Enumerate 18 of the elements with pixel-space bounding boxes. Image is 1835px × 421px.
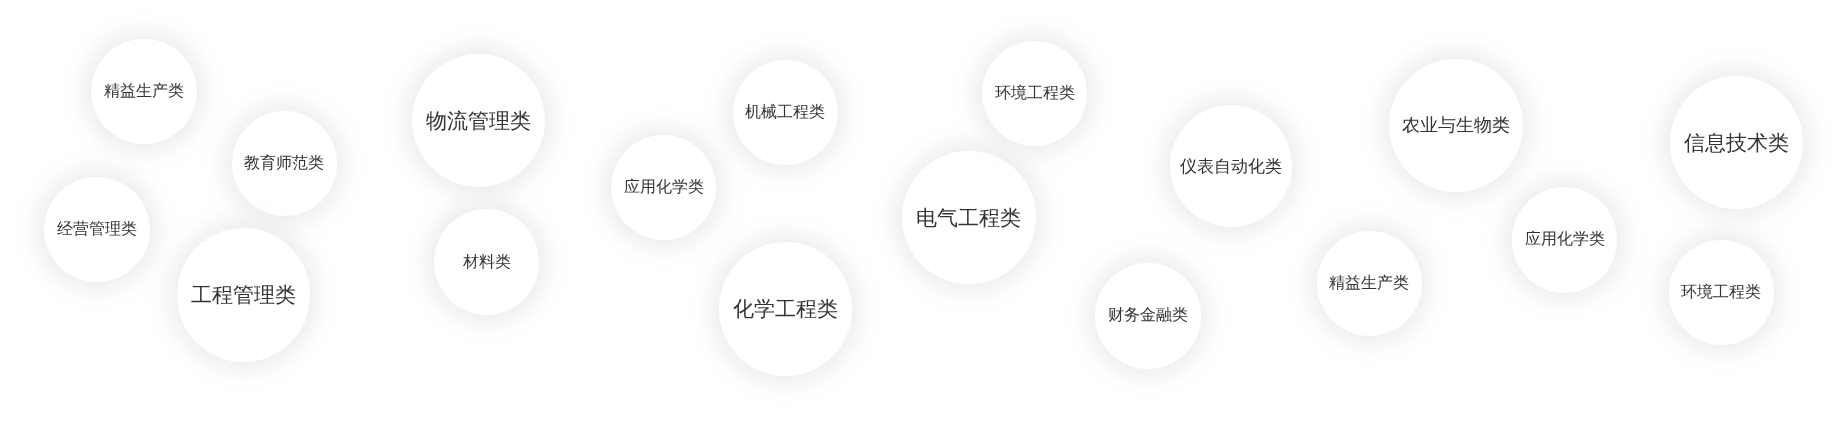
category-label: 环境工程类 (1681, 282, 1762, 304)
category-label: 材料类 (462, 251, 511, 273)
category-label: 教育师范类 (244, 153, 325, 175)
category-label: 化学工程类 (732, 295, 838, 323)
category-label: 经营管理类 (57, 218, 138, 240)
category-label: 农业与生物类 (1401, 113, 1510, 138)
category-label: 应用化学类 (623, 176, 704, 198)
category-label: 精益生产类 (103, 80, 184, 102)
category-label: 物流管理类 (426, 107, 532, 135)
category-label: 财务金融类 (1108, 305, 1189, 327)
category-label: 信息技术类 (1684, 129, 1790, 157)
category-label: 电气工程类 (916, 204, 1022, 232)
category-label: 应用化学类 (1524, 229, 1605, 251)
category-label: 工程管理类 (190, 281, 296, 309)
category-label: 环境工程类 (994, 83, 1075, 105)
category-label: 机械工程类 (745, 101, 826, 123)
category-label: 精益生产类 (1329, 272, 1410, 294)
category-label: 仪表自动化类 (1180, 154, 1283, 178)
